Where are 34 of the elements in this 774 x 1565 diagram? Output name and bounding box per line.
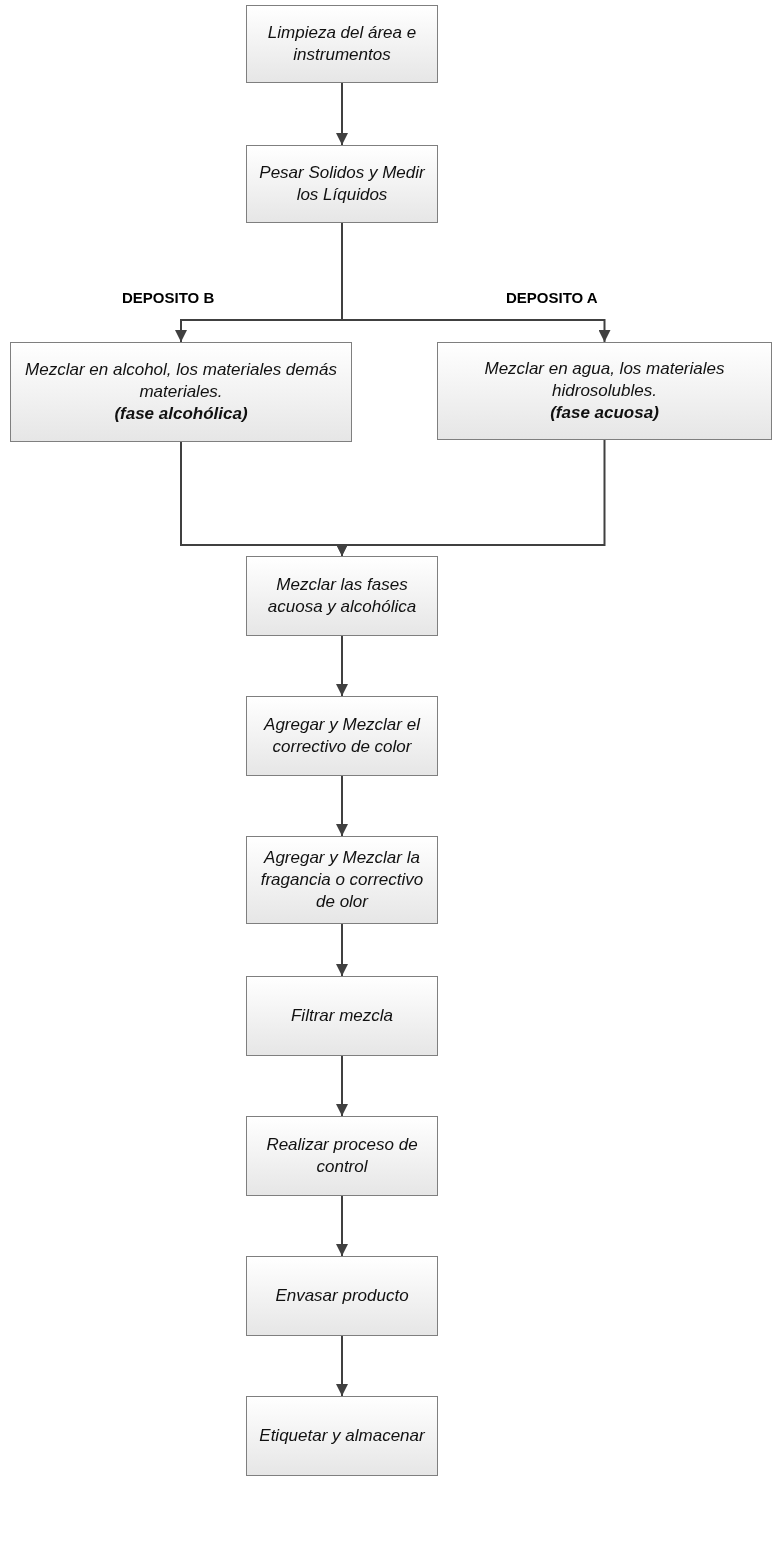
step-text: Envasar producto [275,1284,409,1307]
step-text: Mezclar en agua, los materiales hidrosolubles. [483,357,726,402]
arrow [336,439,606,557]
process-box [246,836,438,924]
step-text: Agregar y Mezclar el correctivo de color [262,713,422,758]
step-text: Pesar Solidos y Medir los Líquidos [258,161,426,206]
process-box [246,145,438,223]
step-text: Etiquetar y almacenar [259,1424,425,1447]
process-box [246,556,438,636]
step-text: Realizar proceso de control [265,1133,419,1178]
step-text: Filtrar mezcla [291,1004,393,1027]
tank-label: DEPOSITO B [122,289,215,306]
arrow [336,635,348,697]
arrow [336,923,348,977]
phase-label: (fase alcohólica) [114,403,248,426]
process-box [437,342,772,440]
process-box [246,1116,438,1196]
process-box [10,342,352,442]
arrow [336,1055,348,1117]
arrow [336,1195,348,1257]
step-text: Mezclar las fases acuosa y alcohólica [266,573,418,618]
tank-label: DEPOSITO A [506,289,598,306]
arrow [336,1335,348,1397]
process-box [246,1256,438,1336]
process-box [246,1396,438,1476]
process-box [246,976,438,1056]
step-text: Limpieza del área e instrumentos [266,21,418,66]
step-text: Agregar y Mezclar la fragancia o correctivo de olor [259,846,425,914]
step-text: Mezclar en alcohol, los materiales demás materiales. [24,358,338,403]
process-box [246,5,438,83]
arrow [336,82,348,146]
phase-label: (fase acuosa) [550,402,659,425]
process-box [246,696,438,776]
arrow [336,775,348,837]
